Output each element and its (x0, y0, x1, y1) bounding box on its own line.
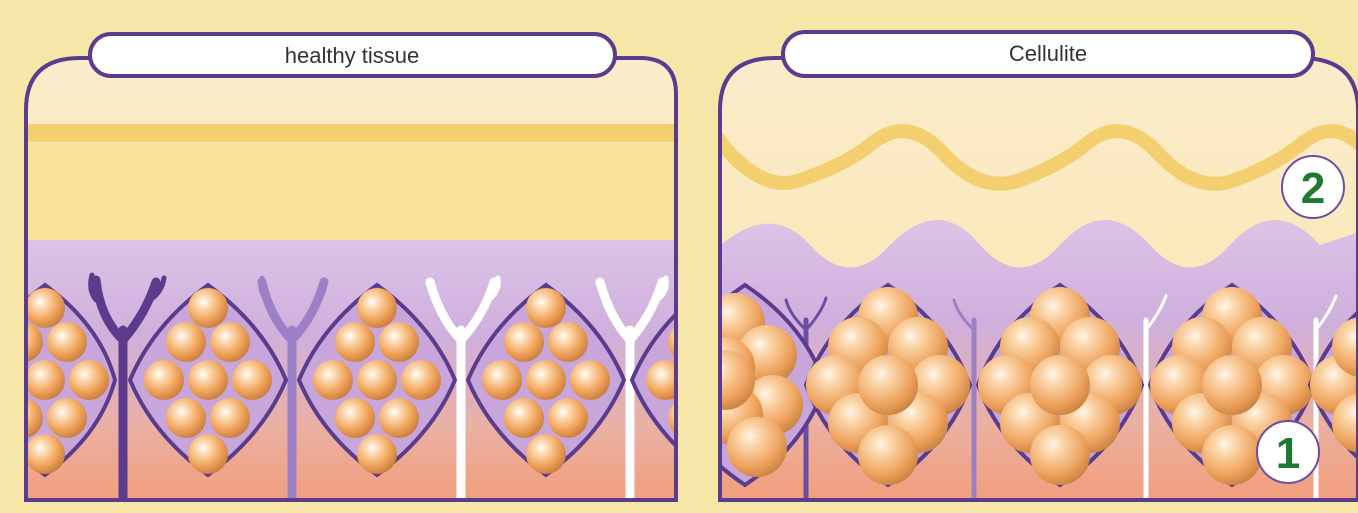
panel-title: Cellulite (1009, 41, 1087, 66)
straight-connective-band (20, 124, 690, 142)
cellulite-panel: Cellulite 2 1 (665, 32, 1358, 510)
panel-title: healthy tissue (285, 43, 420, 68)
marker-2: 2 (1282, 156, 1344, 218)
healthy-tissue-panel: healthy tissue (0, 34, 788, 510)
marker-2-label: 2 (1301, 164, 1325, 213)
marker-1-label: 1 (1276, 429, 1300, 478)
dermis-layer (20, 143, 690, 243)
marker-1: 1 (1257, 421, 1319, 483)
